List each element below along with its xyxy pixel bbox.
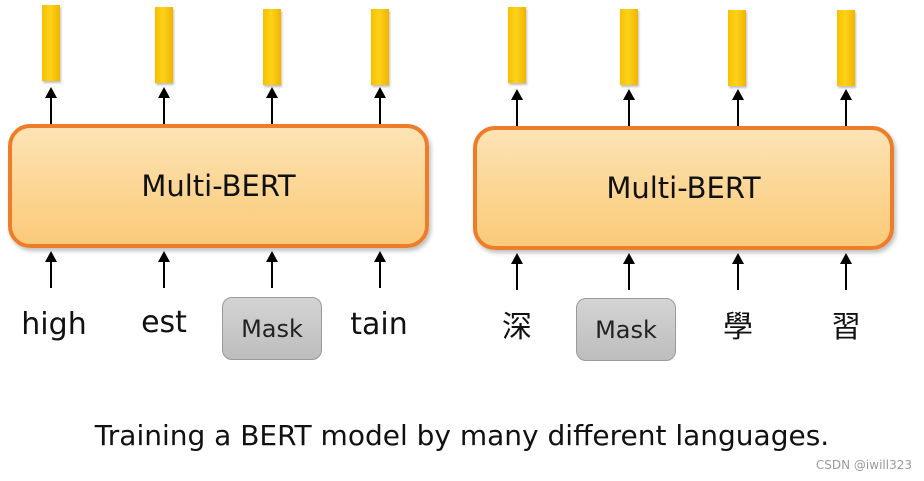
input-arrow [511,253,523,290]
model-label: Multi-BERT [141,169,296,203]
input-arrow [45,251,57,288]
output-arrow [45,87,57,126]
input-arrow [732,253,744,290]
output-vector [155,7,173,83]
model-label: Multi-BERT [606,171,761,205]
output-vector [263,9,281,85]
input-arrow [374,251,386,288]
input-token: 學 [723,310,753,345]
input-arrow [623,253,635,290]
output-vector [42,5,60,81]
output-vector [728,10,746,86]
output-arrow [158,87,170,126]
output-vector [371,9,389,85]
output-arrow [623,89,635,128]
multi-bert-box: Multi-BERT [8,124,429,248]
diagram-caption: Training a BERT model by many different … [94,419,830,452]
watermark-text: CSDN @iwill323 [815,458,912,472]
input-arrow [840,253,852,290]
input-token: 深 [502,310,532,345]
mask-token: Mask [576,298,676,361]
output-vector [620,9,638,85]
input-arrow [158,251,170,288]
output-arrow [511,89,523,128]
output-arrow [732,89,744,128]
output-vector [837,10,855,86]
multi-bert-box: Multi-BERT [473,126,894,250]
mask-token: Mask [222,297,322,360]
input-arrow [266,251,278,288]
output-arrow [840,89,852,128]
output-vector [508,7,526,83]
input-token: tain [350,307,408,342]
input-token: 習 [831,310,861,345]
output-arrow [266,87,278,126]
input-token: high [21,307,87,342]
output-arrow [374,87,386,126]
input-token: est [141,305,187,340]
